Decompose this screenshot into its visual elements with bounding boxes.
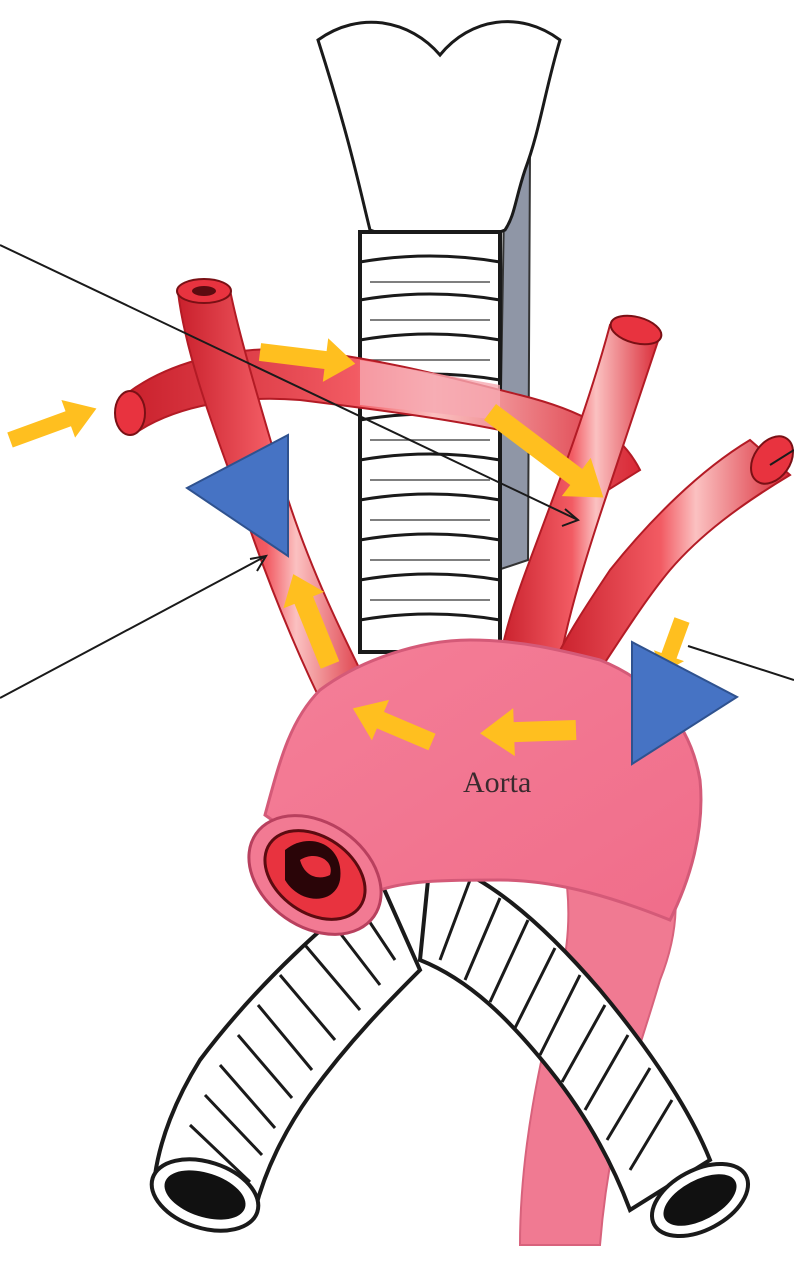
trachea xyxy=(360,232,500,652)
flow-arrow-icon xyxy=(3,390,103,459)
vessel-lumen xyxy=(192,286,216,296)
aorta-label: Aorta xyxy=(463,766,531,799)
pointer-line-left xyxy=(0,556,266,698)
vessel-opening xyxy=(115,391,145,435)
pointer-line-right xyxy=(688,646,794,680)
